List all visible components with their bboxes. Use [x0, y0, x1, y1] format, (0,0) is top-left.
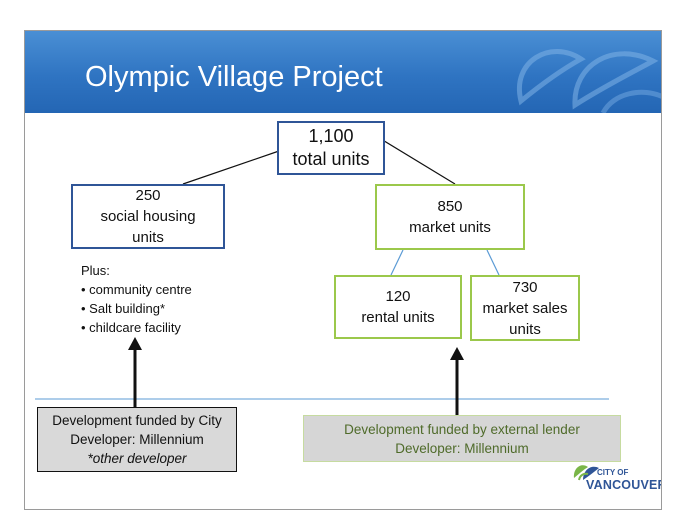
node-rental-value: 120 — [385, 288, 411, 305]
logo-city-of: CITY OF — [597, 468, 629, 477]
plus-list: community centre Salt building* childcar… — [81, 280, 192, 337]
plus-amenities: Plus: community centre Salt building* ch… — [81, 261, 192, 337]
plus-item: childcare facility — [81, 318, 192, 337]
connector-market-sales — [486, 249, 500, 276]
funding-external-line2: Developer: Millennium — [395, 440, 529, 456]
funding-city-note: *other developer — [87, 451, 187, 466]
node-social-label-2: units — [132, 229, 164, 246]
funding-external-box: Development funded by external lender De… — [303, 415, 621, 462]
leaf-watermark-icon — [517, 49, 661, 113]
funding-city-box: Development funded by City Developer: Mi… — [37, 407, 237, 472]
node-sales-label-2: units — [509, 320, 541, 338]
connector-lines — [35, 138, 609, 415]
node-sales-value: 730 — [512, 278, 538, 296]
node-social-label-1: social housing — [100, 208, 196, 225]
node-sales-label-1: market sales — [482, 299, 568, 317]
node-market-sales-units: 730 market sales units — [470, 275, 580, 341]
funding-city-line1: Development funded by City — [52, 413, 222, 428]
plus-item: community centre — [81, 280, 192, 299]
connector-market-rental — [390, 249, 404, 276]
connector-total-market — [380, 138, 456, 185]
node-total-value: 1,100 — [308, 126, 354, 146]
funding-external-line1: Development funded by external lender — [344, 421, 580, 437]
plus-heading: Plus: — [81, 263, 110, 278]
funding-city-line2: Developer: Millennium — [70, 432, 204, 447]
leaf-logo-icon — [573, 465, 599, 481]
node-market-value: 850 — [437, 198, 463, 215]
node-market-label: market units — [409, 219, 491, 236]
node-rental-label: rental units — [361, 309, 435, 326]
node-market-units: 850 market units — [375, 184, 525, 250]
logo-vancouver: VANCOUVER — [586, 478, 662, 492]
connector-total-social — [182, 150, 280, 185]
city-of-vancouver-logo: CITY OF VANCOUVER — [567, 456, 661, 501]
plus-item: Salt building* — [81, 299, 192, 318]
node-rental-units: 120 rental units — [334, 275, 462, 339]
node-total-label: total units — [292, 149, 370, 169]
arrow-city-head — [128, 337, 142, 350]
node-social-housing: 250 social housing units — [71, 184, 225, 249]
arrow-external-head — [450, 347, 464, 360]
slide-header: Olympic Village Project — [25, 31, 661, 113]
node-total-units: 1,100 total units — [277, 121, 385, 175]
slide: Olympic Village Project 1,100 total unit… — [24, 30, 662, 510]
node-social-value: 250 — [135, 187, 161, 204]
slide-title: Olympic Village Project — [85, 61, 383, 93]
